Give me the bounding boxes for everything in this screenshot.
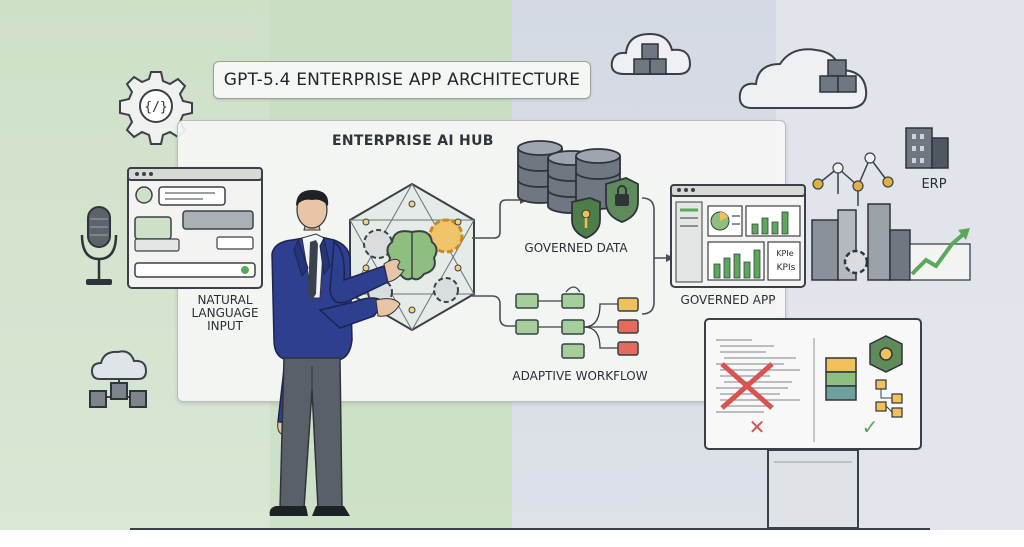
code-gear-icon: {/} [119,71,193,145]
kpi-small-label: KPIe [776,249,794,258]
comparison-board-icon [704,318,922,529]
governed-data-label: GOVERNED DATA [524,241,628,255]
database-lock-icon [517,140,639,239]
presenter-figure [269,190,405,516]
nl-input-line-3: INPUT [207,319,243,333]
floor-line [130,528,930,530]
workflow-diagram-icon [515,286,639,359]
erp-buildings-icon [811,127,971,281]
hub-title: ENTERPRISE AI HUB [332,133,494,149]
cloud-cubes-icon [610,32,692,75]
page-title: GPT-5.4 ENTERPRISE APP ARCHITECTURE [213,61,591,99]
svg-text:{/}: {/} [144,100,167,115]
dashboard-app-icon [670,184,806,288]
nl-input-label: NATURAL LANGUAGE INPUT [180,294,270,333]
ai-brain-hexagon-icon [349,182,475,332]
microphone-icon [80,206,118,285]
approve-icon: ✓ [861,415,879,439]
reject-icon: ✕ [748,415,766,439]
erp-label: ERP [921,177,947,192]
cloud-cubes-icon [89,350,148,408]
governed-app-label: GOVERNED APP [680,293,776,307]
chat-window-icon [127,167,263,289]
adaptive-workflow-label: ADAPTIVE WORKFLOW [512,369,648,383]
nl-input-line-2: LANGUAGE [191,306,259,320]
cloud-cubes-icon [738,48,868,109]
kpis-label: KPIs [776,263,796,273]
nl-input-line-1: NATURAL [197,293,253,307]
